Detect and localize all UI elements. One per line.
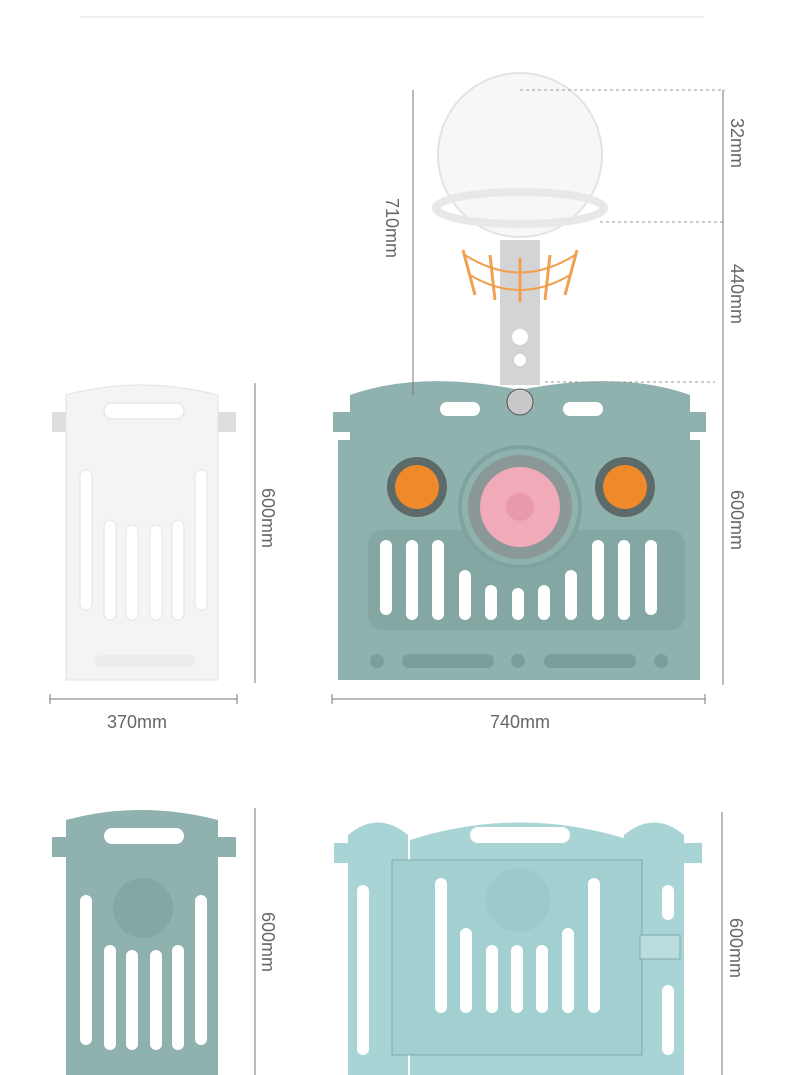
hoop-rim (432, 188, 608, 228)
basketball-hoop (432, 72, 608, 385)
label-white-width: 370mm (107, 712, 167, 732)
backboard (437, 72, 603, 238)
label-teal-height: 600mm (258, 912, 278, 972)
label-white-height: 600mm (258, 488, 278, 548)
label-hoop-height: 440mm (727, 264, 747, 324)
label-backboard-height: 32mm (727, 118, 747, 168)
door-panel (334, 822, 702, 1075)
door-latch (639, 934, 681, 960)
orange-gear-left (395, 465, 439, 509)
label-play-panel-height: 600mm (727, 490, 747, 550)
hoop-net (461, 249, 579, 302)
label-total-height: 710mm (382, 198, 402, 258)
teal-panel (52, 810, 236, 1075)
label-play-panel-width: 740mm (490, 712, 550, 732)
play-panel (333, 381, 706, 680)
white-panel (52, 384, 236, 681)
button-knob (506, 388, 534, 416)
orange-gear-right (603, 465, 647, 509)
label-door-height: 600mm (726, 918, 746, 978)
